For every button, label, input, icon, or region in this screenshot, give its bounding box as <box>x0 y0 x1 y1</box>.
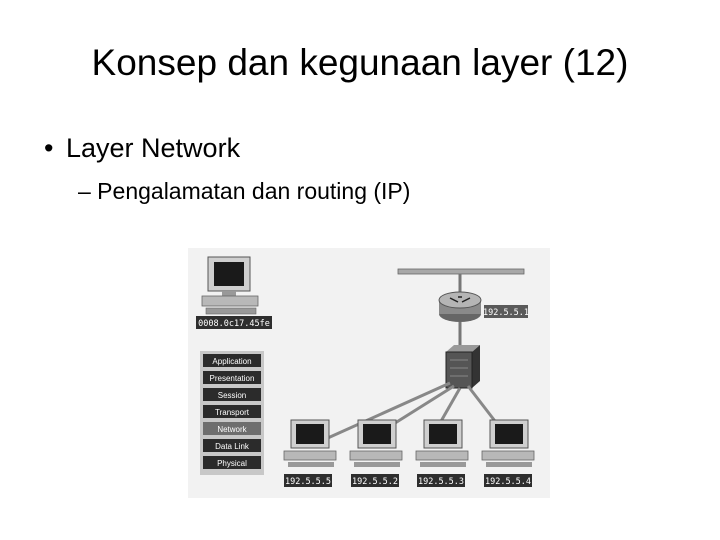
svg-text:Application: Application <box>212 357 251 366</box>
pc-2-ip-box <box>351 474 399 487</box>
switch-pc-links <box>309 381 510 448</box>
bullet-text: Layer Network <box>66 133 241 163</box>
svg-text:Session: Session <box>218 391 246 400</box>
pc-4-icon <box>481 419 535 467</box>
slide-title: Konsep dan kegunaan layer (12) <box>91 42 629 83</box>
osi-layer-session: Session <box>203 388 261 401</box>
osi-layer-presentation: Presentation <box>203 371 261 384</box>
osi-layer-application: Application <box>203 354 261 367</box>
pc-4-ip-label: 192.5.5.4 <box>485 477 531 487</box>
router-icon <box>438 291 482 322</box>
pc-3-ip-box <box>417 474 465 487</box>
router-ip-label: 192.5.5.1 <box>483 308 529 318</box>
pc-3-icon <box>415 419 469 467</box>
osi-layer-physical: Physical <box>203 456 261 469</box>
pc-3-ip-label: 192.5.5.3 <box>418 477 464 487</box>
svg-text:Transport: Transport <box>215 408 250 417</box>
network-diagram: 192.5.5.1 0008.0c17.45fe <box>188 248 550 498</box>
svg-text:Presentation: Presentation <box>210 374 255 383</box>
pc-1-icon <box>283 419 337 467</box>
pc-1-ip-label: 192.5.5.5 <box>285 477 331 487</box>
router-ip-label-box <box>484 305 528 318</box>
osi-layer-data-link: Data Link <box>203 439 261 452</box>
network-backbone <box>397 268 525 275</box>
osi-layer-transport: Transport <box>203 405 261 418</box>
host-computer-icon <box>201 256 259 315</box>
osi-stack: Application Presentation Session Transpo… <box>200 351 264 475</box>
pc-2-icon <box>349 419 403 467</box>
osi-layer-network: Network <box>203 422 261 435</box>
host-mac-label: 0008.0c17.45fe <box>198 319 270 329</box>
pc-4-ip-box <box>484 474 532 487</box>
host-mac-label-box <box>196 316 272 329</box>
svg-text:Data Link: Data Link <box>215 442 250 451</box>
bullet-dot: • <box>44 133 54 163</box>
svg-text:Network: Network <box>217 425 247 434</box>
bullet-layer-network: • Layer Network <box>44 133 240 164</box>
pc-1-ip-box <box>284 474 332 487</box>
svg-text:Physical: Physical <box>217 459 247 468</box>
sub-bullet-addressing: – Pengalamatan dan routing (IP) <box>78 178 411 204</box>
switch-icon <box>445 345 480 389</box>
pc-2-ip-label: 192.5.5.2 <box>352 477 398 487</box>
